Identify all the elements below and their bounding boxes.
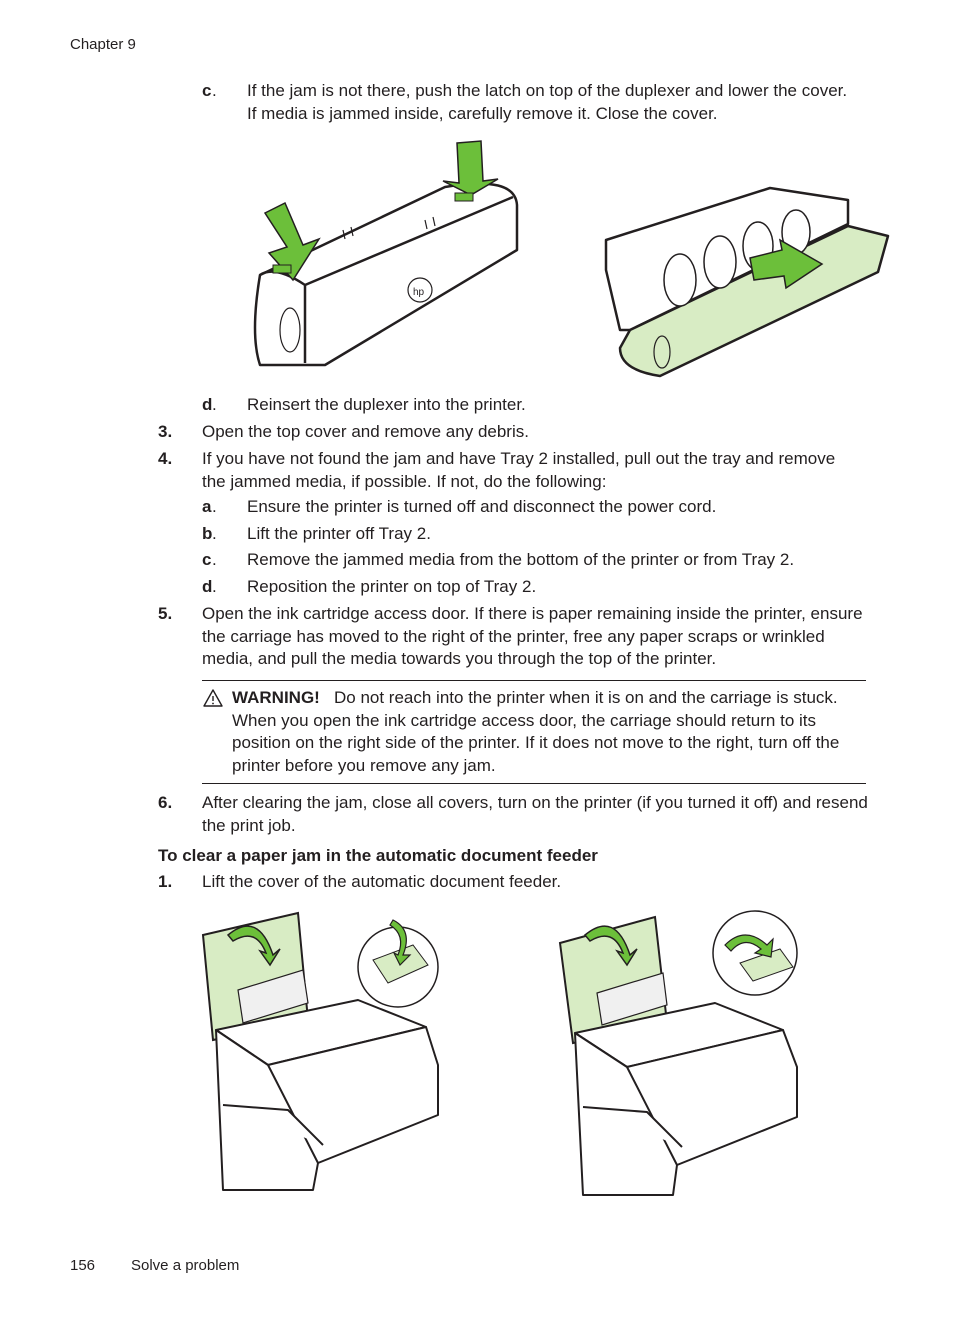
push-arrow-top-icon	[442, 140, 499, 196]
adf-step-1-number: 1.	[158, 872, 173, 891]
substep-4b-dot: .	[212, 524, 217, 543]
substep-4c-dot: .	[212, 550, 217, 569]
substep-d-dot: .	[212, 395, 217, 414]
warning-label: WARNING!	[232, 688, 320, 707]
substep-4b-marker: b	[202, 524, 213, 543]
warning-triangle-icon	[202, 688, 224, 708]
warning-paragraph: WARNING! Do not reach into the printer w…	[232, 687, 862, 777]
warning-text: Do not reach into the printer when it is…	[232, 688, 840, 775]
adf-lift-cover-figure-right	[555, 905, 805, 1200]
substep-c-dot: .	[212, 81, 217, 100]
warning-top-rule	[202, 680, 866, 681]
hp-logo-icon: hp	[413, 287, 425, 298]
step-6-text: After clearing the jam, close all covers…	[202, 793, 868, 835]
substep-4d-dot: .	[212, 577, 217, 596]
substep-4c-text: Remove the jammed media from the bottom …	[247, 550, 795, 569]
substep-c-marker: c	[202, 81, 212, 100]
step-4-number: 4.	[158, 449, 173, 468]
warning-bottom-rule	[202, 783, 866, 784]
section-name: Solve a problem	[131, 1257, 240, 1274]
substep-4a-text: Ensure the printer is turned off and dis…	[247, 497, 717, 516]
step-5-text: Open the ink cartridge access door. If t…	[202, 604, 863, 668]
adf-step-1-text: Lift the cover of the automatic document…	[202, 872, 562, 891]
press-arrow-icon	[389, 919, 412, 967]
substep-4a-dot: .	[212, 497, 217, 516]
step-5-number: 5.	[158, 604, 173, 623]
lift-arrow-icon	[583, 925, 638, 967]
page-number: 156	[70, 1257, 96, 1274]
step-3-text: Open the top cover and remove any debris…	[202, 422, 529, 441]
substep-c-text: If the jam is not there, push the latch …	[247, 81, 848, 123]
substep-4c-marker: c	[202, 550, 212, 569]
release-arrow-icon	[724, 934, 774, 958]
lift-arrow-icon	[226, 925, 281, 967]
step-4-text: If you have not found the jam and have T…	[202, 449, 836, 491]
chapter-label: Chapter 9	[70, 36, 136, 53]
push-arrow-left-icon	[263, 201, 321, 282]
duplexer-open-figure	[600, 180, 890, 380]
substep-d-text: Reinsert the duplexer into the printer.	[247, 395, 526, 414]
substep-4b-text: Lift the printer off Tray 2.	[247, 524, 431, 543]
adf-lift-cover-figure-left	[198, 905, 448, 1200]
pull-arrow-icon	[749, 238, 824, 290]
duplexer-closed-figure: hp	[245, 135, 530, 375]
step-3-number: 3.	[158, 422, 173, 441]
substep-4a-marker: a	[202, 497, 212, 516]
substep-4d-text: Reposition the printer on top of Tray 2.	[247, 577, 537, 596]
adf-heading: To clear a paper jam in the automatic do…	[158, 846, 598, 865]
step-6-number: 6.	[158, 793, 173, 812]
substep-4d-marker: d	[202, 577, 213, 596]
substep-d-marker: d	[202, 395, 213, 414]
